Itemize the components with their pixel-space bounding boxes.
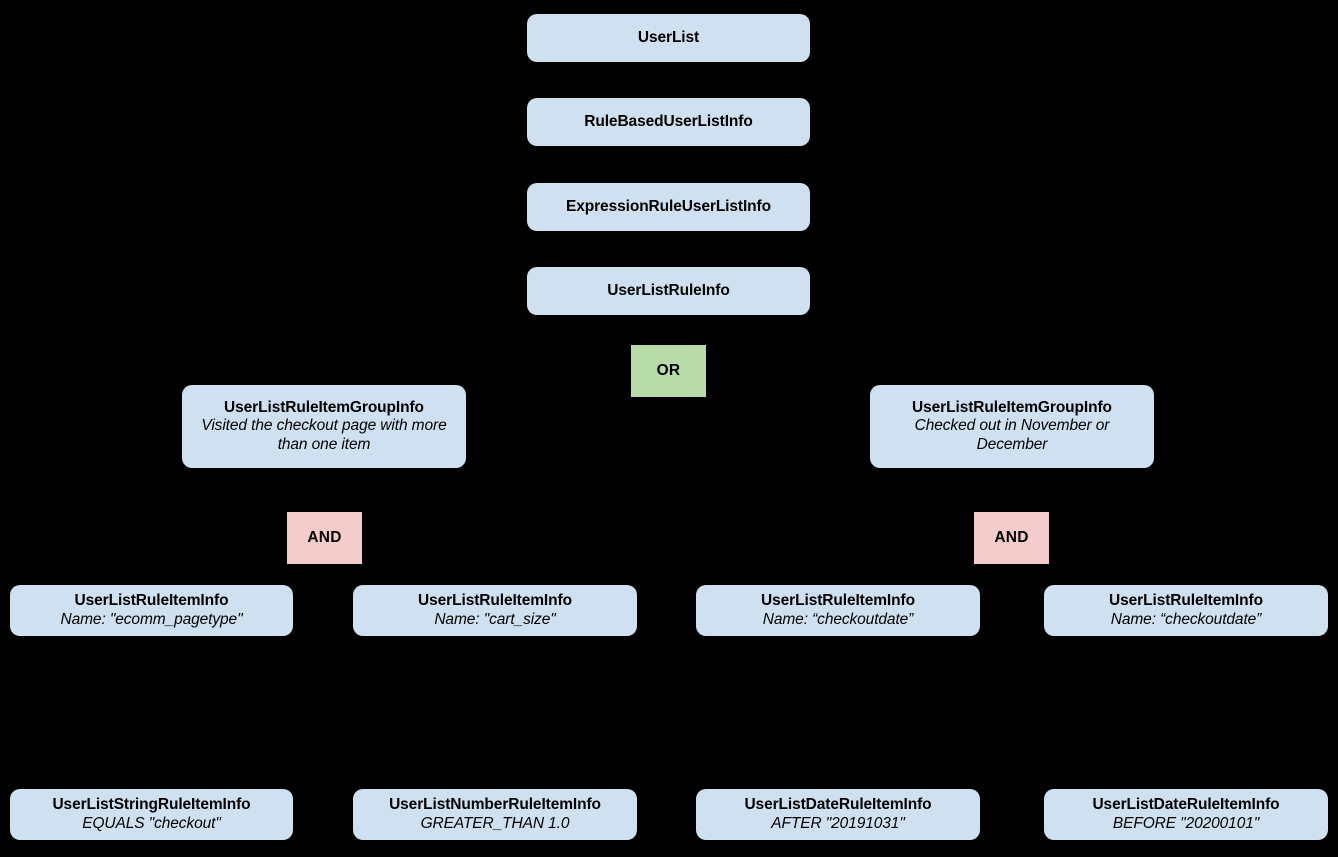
edge-and-right-to-item-3 [837, 562, 989, 587]
node-title: UserListNumberRuleItemInfo [389, 796, 601, 814]
operator-and-left[interactable]: AND [287, 512, 362, 564]
node-expressionruleuserlistinfo[interactable]: ExpressionRuleUserListInfo [527, 183, 810, 231]
node-userlistruleinfo[interactable]: UserListRuleInfo [527, 267, 810, 315]
edge-and-right-to-item-4 [1035, 562, 1187, 587]
node-subtitle: Name: "ecomm_pagetype" [60, 610, 243, 628]
node-title: UserListRuleItemInfo [761, 592, 915, 610]
operator-and-right[interactable]: AND [974, 512, 1049, 564]
node-title: UserListStringRuleItemInfo [52, 796, 251, 814]
node-subtitle: Name: "cart_size" [434, 610, 556, 628]
operator-or[interactable]: OR [631, 345, 706, 397]
node-subtitle: BEFORE "20200101" [1112, 814, 1260, 832]
node-title: UserListRuleItemInfo [418, 592, 572, 610]
node-subtitle: Name: “checkoutdate” [762, 610, 914, 628]
node-title: RuleBasedUserListInfo [584, 112, 753, 130]
node-subtitle: Checked out in November or December [914, 417, 1110, 453]
node-rule-item-group-left[interactable]: UserListRuleItemGroupInfo Visited the ch… [182, 385, 466, 468]
edge-and-left-to-item-1 [151, 562, 301, 587]
node-title: UserListRuleInfo [607, 281, 730, 299]
node-rule-item-group-right[interactable]: UserListRuleItemGroupInfo Checked out in… [870, 385, 1154, 468]
node-title: UserListRuleItemInfo [1109, 592, 1263, 610]
node-title: UserListRuleItemGroupInfo [224, 399, 424, 417]
node-subtitle: GREATER_THAN 1.0 [420, 814, 570, 832]
node-rule-item-4[interactable]: UserListRuleItemInfo Name: “checkoutdate… [1044, 585, 1328, 636]
node-rule-item-1[interactable]: UserListRuleItemInfo Name: "ecomm_pagety… [10, 585, 293, 636]
node-rule-item-2[interactable]: UserListRuleItemInfo Name: "cart_size" [353, 585, 637, 636]
node-leaf-string-rule-item[interactable]: UserListStringRuleItemInfo EQUALS "check… [10, 789, 293, 840]
node-subtitle: Visited the checkout page with more than… [201, 417, 447, 453]
node-title: UserListDateRuleItemInfo [744, 796, 932, 814]
node-subtitle: AFTER "20191031" [771, 814, 905, 832]
node-title: UserListDateRuleItemInfo [1092, 796, 1280, 814]
node-title: UserListRuleItemInfo [74, 592, 229, 610]
operator-label: OR [656, 361, 681, 379]
node-subtitle: Name: “checkoutdate” [1110, 610, 1262, 628]
edge-and-left-to-item-2 [347, 562, 496, 587]
node-title: UserListRuleItemGroupInfo [912, 399, 1112, 417]
node-leaf-date-rule-item-before[interactable]: UserListDateRuleItemInfo BEFORE "2020010… [1044, 789, 1328, 840]
node-subtitle: EQUALS "checkout" [82, 814, 221, 832]
node-userlist[interactable]: UserList [527, 14, 810, 62]
node-leaf-number-rule-item[interactable]: UserListNumberRuleItemInfo GREATER_THAN … [353, 789, 637, 840]
node-rule-item-3[interactable]: UserListRuleItemInfo Name: “checkoutdate… [696, 585, 980, 636]
operator-label: AND [994, 528, 1029, 546]
node-leaf-date-rule-item-after[interactable]: UserListDateRuleItemInfo AFTER "20191031… [696, 789, 980, 840]
node-rulebaseduserlistinfo[interactable]: RuleBasedUserListInfo [527, 98, 810, 146]
operator-label: AND [307, 528, 342, 546]
node-title: ExpressionRuleUserListInfo [566, 197, 771, 215]
node-title: UserList [637, 28, 700, 46]
